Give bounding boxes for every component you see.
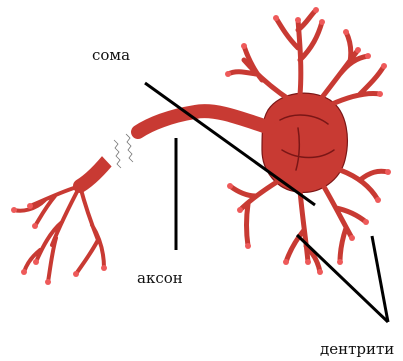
axon-break: [100, 134, 140, 184]
dendrites-upper: [228, 10, 384, 105]
neuron: [11, 7, 391, 285]
soma-label: сома: [92, 48, 130, 63]
dendrites-label: дентрити: [320, 342, 394, 357]
axon-label: аксон: [137, 271, 183, 286]
axon-terminal-left: [14, 186, 104, 282]
axon-trunk: [138, 111, 270, 132]
